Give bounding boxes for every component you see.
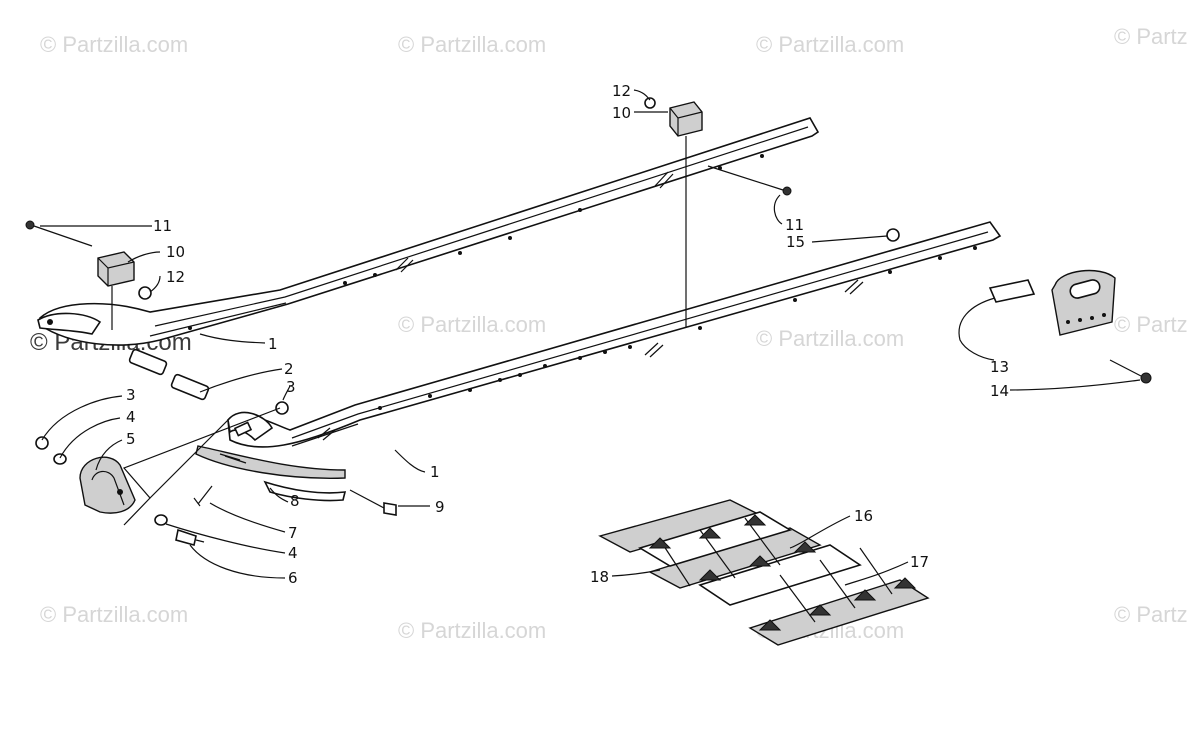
callout-label: 14 xyxy=(990,382,1009,400)
callout-label: 4 xyxy=(126,408,136,426)
callout-label: 6 xyxy=(288,569,298,587)
mount-plate xyxy=(988,269,1116,336)
callout-label: 1 xyxy=(268,335,278,353)
rail-upper xyxy=(37,117,820,346)
watermark: © Partz xyxy=(1114,24,1188,49)
ski-bumper xyxy=(79,456,136,514)
bolts xyxy=(25,165,1152,546)
watermark: © Partzilla.com xyxy=(40,602,188,627)
callout-label: 15 xyxy=(786,233,805,251)
spindle-block-left xyxy=(97,251,135,287)
watermark: © Partzilla.com xyxy=(756,326,904,351)
leader-lines xyxy=(40,89,1141,586)
callout-label: 16 xyxy=(854,507,873,525)
callout-label: 13 xyxy=(990,358,1009,376)
hardware-small xyxy=(35,97,900,526)
callout-label: 5 xyxy=(126,430,136,448)
rail-lower xyxy=(227,221,1002,448)
callout-label: 7 xyxy=(288,524,298,542)
callout-label: 10 xyxy=(612,104,631,122)
watermark: © Partz xyxy=(1114,602,1188,627)
watermark: © Partzilla.com xyxy=(40,32,188,57)
callout-label: 18 xyxy=(590,568,609,586)
callout-label: 4 xyxy=(288,544,298,562)
spindle-block-top xyxy=(669,101,703,137)
spacers xyxy=(128,348,210,401)
callout-label: 2 xyxy=(284,360,294,378)
callout-label: 10 xyxy=(166,243,185,261)
watermark: © Partz xyxy=(1114,312,1188,337)
wear-bar xyxy=(195,445,347,502)
watermark: © Partzilla.com xyxy=(756,32,904,57)
callout-label: 1 xyxy=(430,463,440,481)
callout-labels: 12 10 11 10 12 11 15 1 2 3 3 4 5 1 8 9 7… xyxy=(126,82,1009,587)
callout-label: 12 xyxy=(166,268,185,286)
callout-label: 17 xyxy=(910,553,929,571)
watermark: © Partzilla.com xyxy=(398,312,546,337)
watermark-layer: © Partzilla.com © Partzilla.com © Partzi… xyxy=(30,24,1188,643)
callout-label: 12 xyxy=(612,82,631,100)
track xyxy=(598,499,930,646)
callout-label: 11 xyxy=(153,217,172,235)
watermark: © Partzilla.com xyxy=(398,618,546,643)
callout-label: 9 xyxy=(435,498,445,516)
watermark: © Partzilla.com xyxy=(398,32,546,57)
callout-label: 11 xyxy=(785,216,804,234)
callout-label: 3 xyxy=(126,386,136,404)
callout-label: 8 xyxy=(290,492,300,510)
callout-label: 3 xyxy=(286,378,296,396)
